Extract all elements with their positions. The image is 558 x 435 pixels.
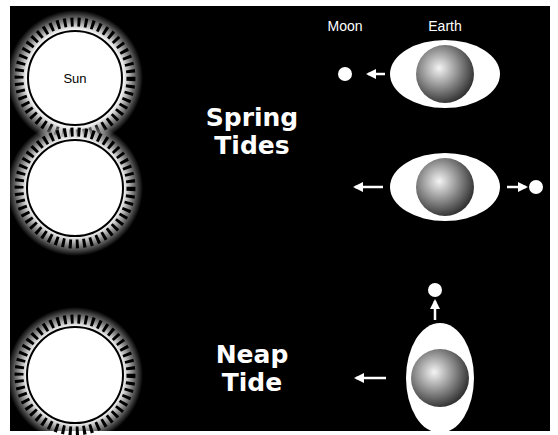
- pull-arrow: [368, 73, 385, 76]
- moon-node: Moon: [322, 18, 368, 114]
- sun-corona: [7, 10, 143, 146]
- moon-dot: [529, 180, 543, 194]
- tide-heading: Neap Tide: [182, 341, 322, 397]
- earth-tidal-bulge: [406, 323, 474, 433]
- earth-symbol: [388, 34, 502, 114]
- pull-arrow: [434, 301, 437, 320]
- moon-dot: [428, 283, 442, 297]
- tidal-bulge: [390, 40, 500, 108]
- sun-symbol: [7, 307, 143, 435]
- moon-dot: [338, 67, 352, 81]
- earth-tidal-bulge: [390, 153, 500, 221]
- pull-arrow: [355, 186, 383, 189]
- pull-arrow: [356, 377, 386, 380]
- moon-symbol: [325, 34, 365, 114]
- tide-heading: Spring Tides: [182, 104, 322, 160]
- sun-label: Sun: [63, 71, 86, 86]
- sun-node: Sun: [27, 30, 123, 126]
- earth-globe: [416, 45, 474, 103]
- sun-symbol: [7, 120, 143, 256]
- sun-text-box: Sun: [27, 30, 123, 126]
- sun-disc: [28, 31, 122, 125]
- earth-node: Earth: [385, 18, 505, 114]
- earth-label: Earth: [385, 18, 505, 34]
- moon-label: Moon: [322, 18, 368, 34]
- pull-arrow: [507, 186, 526, 189]
